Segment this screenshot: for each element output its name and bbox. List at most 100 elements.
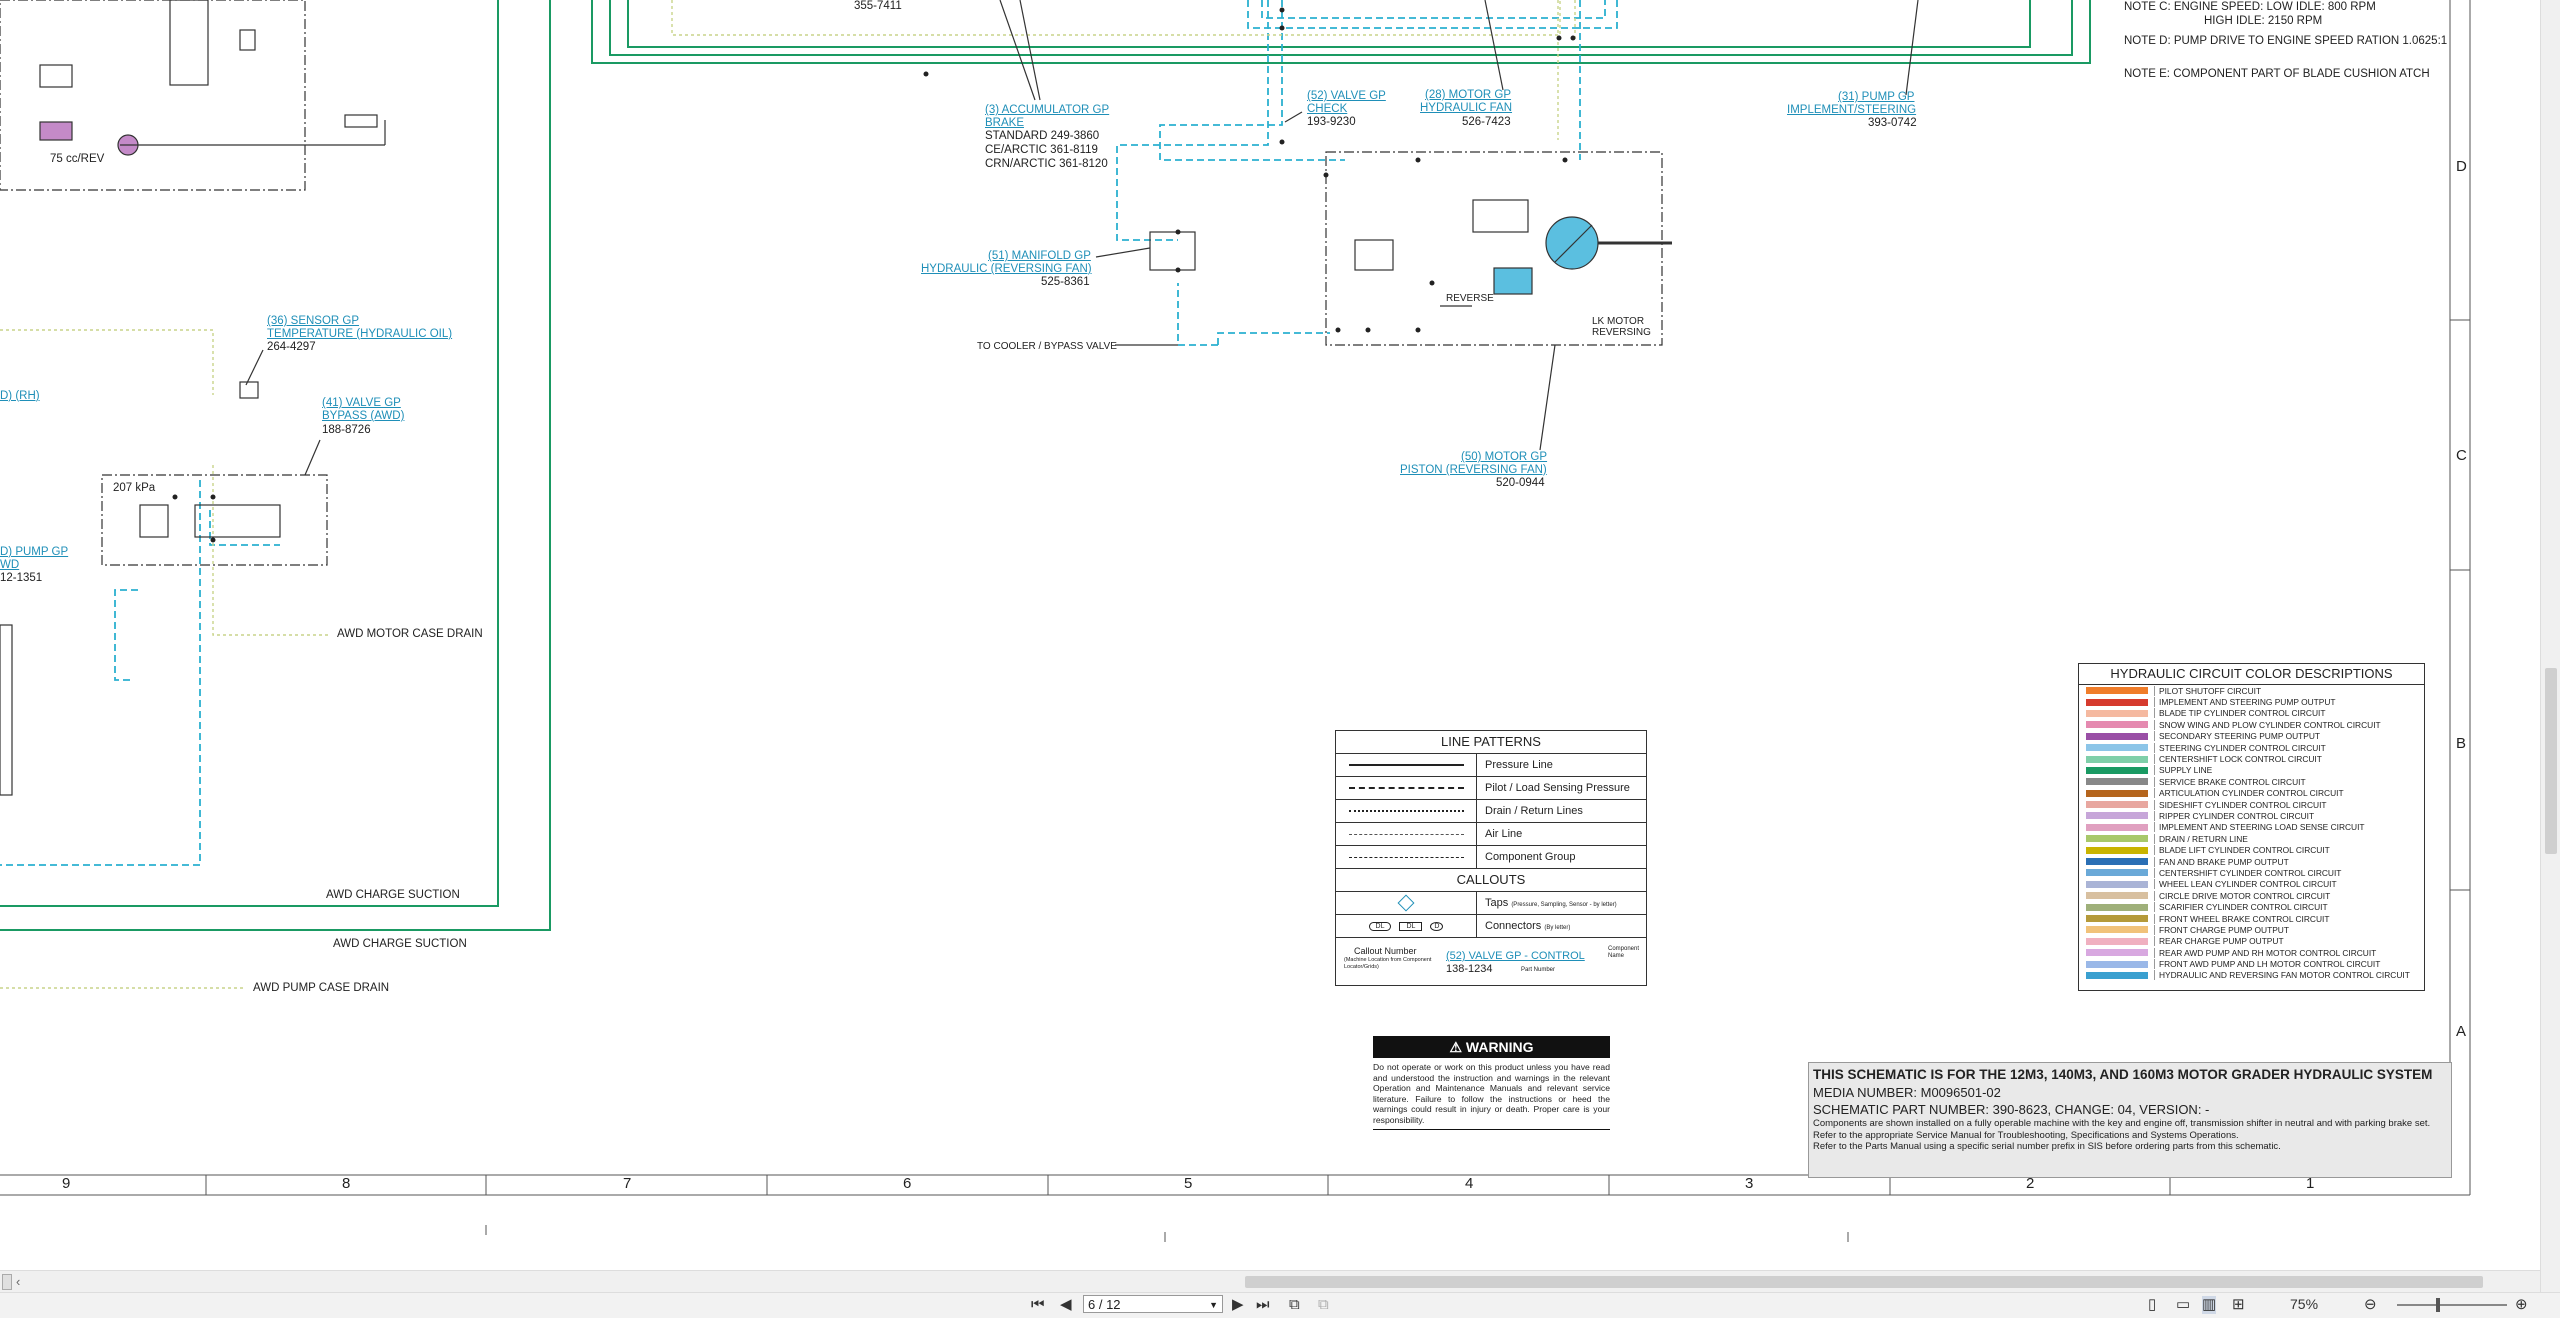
horizontal-scrollbar[interactable]: ‹ [0, 1270, 2540, 1293]
taps-small-label: (Pressure, Sampling, Sensor - by letter) [1511, 902, 1617, 908]
color-swatch [2086, 709, 2148, 717]
last-page-icon[interactable]: ⏭ [1256, 1296, 1270, 1313]
prev-page-icon[interactable]: ◀ [1060, 1296, 1072, 1313]
line-patterns-title: LINE PATTERNS [1336, 731, 1646, 754]
scroll-left-arrow-icon[interactable]: ‹ [16, 1274, 21, 1289]
page-number-value: 6 / 12 [1088, 1297, 1121, 1312]
two-page-view-icon[interactable]: ▥ [2202, 1296, 2217, 1314]
sensor36-callout-sub[interactable]: TEMPERATURE (HYDRAULIC OIL) [267, 328, 453, 340]
color-description-label: STEERING CYLINDER CONTROL CIRCUIT [2154, 742, 2326, 753]
motor50-part-num: 520-0944 [1496, 477, 1545, 489]
vertical-scroll-thumb[interactable] [2545, 668, 2557, 854]
motor28-callout-sub[interactable]: HYDRAULIC FAN [1420, 102, 1513, 114]
sensor36-callout-link[interactable]: (36) SENSOR GP [267, 315, 360, 327]
color-swatch [2086, 755, 2148, 763]
color-description-row: ARTICULATION CYLINDER CONTROL CIRCUIT [2079, 788, 2424, 799]
chevron-down-icon[interactable]: ▼ [1209, 1300, 1218, 1310]
callout-example-link[interactable]: (52) VALVE GP - CONTROL [1446, 950, 1585, 962]
connector-dl-oval-icon: DL [1368, 921, 1392, 931]
color-description-row: SNOW WING AND PLOW CYLINDER CONTROL CIRC… [2079, 719, 2424, 730]
manifold51-callout-sub[interactable]: HYDRAULIC (REVERSING FAN) [921, 263, 1092, 275]
grid-column-number: 7 [623, 1175, 632, 1192]
pump-partial-callout-link[interactable]: D) PUMP GP [0, 546, 69, 558]
zoom-level[interactable]: 75% [2290, 1296, 2319, 1312]
flow-rate-label: 75 cc/REV [50, 153, 105, 165]
awd-pump-case-drain-label: AWD PUMP CASE DRAIN [253, 982, 390, 994]
awd-charge-suction-label-2: AWD CHARGE SUCTION [333, 938, 467, 950]
awd-charge-suction-label-1: AWD CHARGE SUCTION [326, 889, 460, 901]
color-swatch [2086, 778, 2148, 786]
grid-row-letter: D [2456, 158, 2467, 175]
copy-page-icon[interactable]: ⧉ [1289, 1296, 1300, 1313]
motor50-callout-sub[interactable]: PISTON (REVERSING FAN) [1400, 464, 1547, 476]
page-number-input[interactable]: 6 / 12 ▼ [1083, 1295, 1223, 1313]
connectors-row: DL DL D Connectors (By letter) [1336, 915, 1646, 938]
grid-column-number: 5 [1184, 1175, 1193, 1192]
pump-partial-part-num: 12-1351 [0, 572, 43, 584]
color-description-row: SIDESHIFT CYLINDER CONTROL CIRCUIT [2079, 799, 2424, 810]
color-swatch [2086, 698, 2148, 706]
color-description-row: IMPLEMENT AND STEERING PUMP OUTPUT [2079, 696, 2424, 708]
color-description-row: RIPPER CYLINDER CONTROL CIRCUIT [2079, 810, 2424, 821]
color-description-row: CENTERSHIFT CYLINDER CONTROL CIRCUIT [2079, 867, 2424, 878]
zoom-out-icon[interactable]: ⊖ [2364, 1296, 2377, 1313]
viewer-toolbar: ⏮ ◀ ▶ ⏭ ⧉ ⧉ ▯ ▭ ▥ ⊞ ⊖ ⊕ [0, 1292, 2560, 1318]
pump31-part-num: 393-0742 [1868, 117, 1917, 129]
color-description-row: WHEEL LEAN CYLINDER CONTROL CIRCUIT [2079, 879, 2424, 890]
color-description-label: SCARIFIER CYLINDER CONTROL CIRCUIT [2154, 902, 2328, 913]
color-swatch [2086, 721, 2148, 729]
connector-dl-box-icon: DL [1399, 921, 1423, 931]
zoom-in-icon[interactable]: ⊕ [2515, 1296, 2528, 1313]
color-swatch [2086, 766, 2148, 774]
color-description-row: BLADE LIFT CYLINDER CONTROL CIRCUIT [2079, 844, 2424, 856]
zoom-slider-knob[interactable] [2436, 1298, 2440, 1312]
schematic-canvas[interactable]: 355-7411 75 cc/REV (3) ACCUMULATOR GP BR… [0, 0, 2560, 1270]
valve41-callout-sub[interactable]: BYPASS (AWD) [322, 410, 405, 422]
first-page-icon[interactable]: ⏮ [1031, 1296, 1045, 1313]
manifold51-callout-link[interactable]: (51) MANIFOLD GP [988, 250, 1091, 262]
color-description-label: FRONT CHARGE PUMP OUTPUT [2154, 924, 2289, 935]
color-description-label: IMPLEMENT AND STEERING LOAD SENSE CIRCUI… [2154, 822, 2365, 833]
paste-page-icon[interactable]: ⧉ [1318, 1296, 1329, 1313]
single-page-view-icon[interactable]: ▯ [2148, 1296, 2157, 1313]
color-description-label: BLADE LIFT CYLINDER CONTROL CIRCUIT [2154, 845, 2330, 856]
pump31-callout-sub[interactable]: IMPLEMENT/STEERING [1787, 104, 1917, 116]
color-description-row: FRONT AWD PUMP AND LH MOTOR CONTROL CIRC… [2079, 958, 2424, 970]
pattern-row: Pressure Line [1336, 754, 1646, 777]
grid-view-icon[interactable]: ⊞ [2232, 1296, 2245, 1313]
color-swatch [2086, 960, 2148, 968]
zoom-slider[interactable] [2397, 1304, 2507, 1306]
color-description-label: HYDRAULIC AND REVERSING FAN MOTOR CONTRO… [2154, 970, 2410, 981]
grid-row-letter: C [2456, 447, 2467, 464]
color-swatch [2086, 858, 2148, 866]
color-swatch [2086, 903, 2148, 911]
reverse-label: REVERSE [1446, 293, 1494, 304]
valve52-callout-sub[interactable]: CHECK [1307, 103, 1348, 115]
vertical-scrollbar[interactable] [2540, 0, 2560, 1292]
pattern-label: Air Line [1485, 828, 1523, 840]
color-description-row: SERVICE BRAKE CONTROL CIRCUIT [2079, 776, 2424, 787]
motor28-callout-link[interactable]: (28) MOTOR GP [1425, 89, 1512, 101]
horizontal-scroll-thumb[interactable] [1245, 1276, 2483, 1288]
color-swatch [2086, 937, 2148, 945]
continuous-view-icon[interactable]: ▭ [2176, 1296, 2191, 1313]
color-descriptions-legend: HYDRAULIC CIRCUIT COLOR DESCRIPTIONS PIL… [2078, 663, 2425, 991]
color-swatch [2086, 971, 2148, 979]
valve41-callout-link[interactable]: (41) VALVE GP [322, 397, 401, 409]
valve52-callout-link[interactable]: (52) VALVE GP [1307, 90, 1386, 102]
color-description-row: CENTERSHIFT LOCK CONTROL CIRCUIT [2079, 753, 2424, 765]
accumulator-callout-link[interactable]: (3) ACCUMULATOR GP [985, 104, 1110, 116]
title-block: THIS SCHEMATIC IS FOR THE 12M3, 140M3, A… [1808, 1062, 2452, 1178]
note-c: NOTE C: ENGINE SPEED: LOW IDLE: 800 RPM [2124, 1, 2376, 13]
color-swatch [2086, 812, 2148, 820]
pattern-label: Drain / Return Lines [1485, 805, 1583, 817]
pump-partial-callout-sub[interactable]: WD [0, 559, 20, 571]
color-description-row: FAN AND BRAKE PUMP OUTPUT [2079, 856, 2424, 867]
rh-partial-link[interactable]: D) (RH) [0, 390, 40, 402]
pressure-setting-label: 207 kPa [113, 482, 156, 494]
motor50-callout-link[interactable]: (50) MOTOR GP [1461, 451, 1548, 463]
scroll-handle-left[interactable] [2, 1274, 12, 1290]
accumulator-callout-sub[interactable]: BRAKE [985, 117, 1024, 129]
pump31-callout-link[interactable]: (31) PUMP GP [1838, 91, 1915, 103]
next-page-icon[interactable]: ▶ [1232, 1296, 1244, 1313]
